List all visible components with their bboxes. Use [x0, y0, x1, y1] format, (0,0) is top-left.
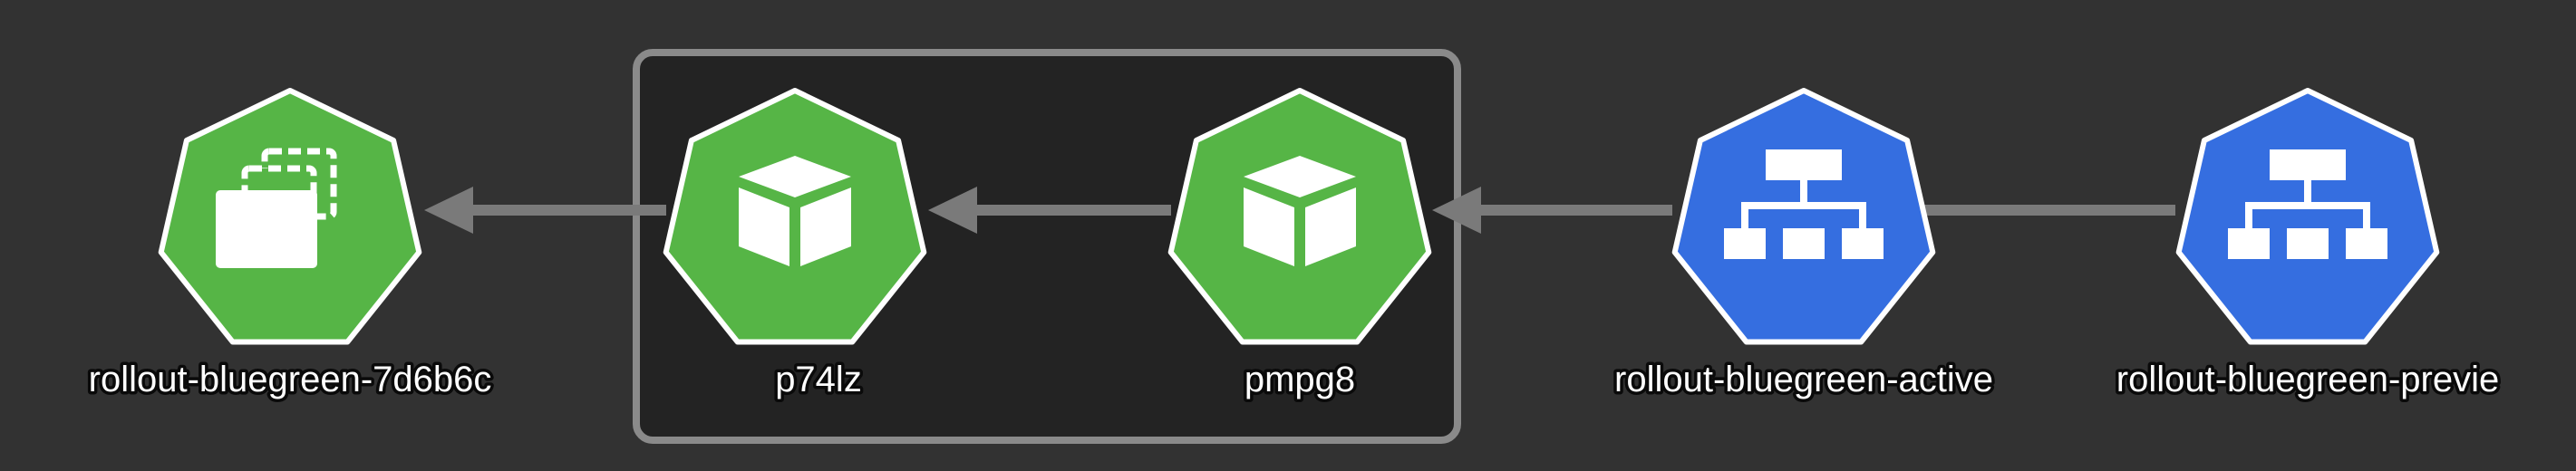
- node-pod-p74lz[interactable]: p74lz: [663, 88, 927, 403]
- service-hierarchy-icon: [2228, 149, 2387, 259]
- node-label: rollout-bluegreen-previe: [2116, 360, 2499, 399]
- node-heptagon: [1167, 88, 1432, 345]
- node-label: p74lz: [775, 360, 862, 399]
- edge-arrowhead: [1432, 187, 1481, 234]
- node-heptagon: [663, 88, 927, 345]
- replicaset-icon: [216, 148, 337, 268]
- node-label: pmpg8: [1244, 360, 1355, 399]
- node-heptagon: [2175, 88, 2440, 345]
- node-service-active[interactable]: rollout-bluegreen-active: [1611, 88, 1997, 403]
- pod-cube-icon: [739, 156, 851, 266]
- node-label: rollout-bluegreen-7d6b6c: [89, 360, 492, 399]
- node-pod-pmpg8[interactable]: pmpg8: [1167, 88, 1432, 403]
- node-label: rollout-bluegreen-active: [1614, 360, 1993, 399]
- node-service-preview[interactable]: rollout-bluegreen-previe: [2113, 88, 2503, 403]
- node-replicaset[interactable]: rollout-bluegreen-7d6b6c: [85, 88, 495, 403]
- edges: [424, 187, 2175, 234]
- service-hierarchy-icon: [1724, 149, 1884, 259]
- pod-cube-icon: [1244, 156, 1356, 266]
- node-heptagon: [1671, 88, 1936, 345]
- edge-arrowhead: [928, 187, 977, 234]
- edge-arrowhead: [424, 187, 473, 234]
